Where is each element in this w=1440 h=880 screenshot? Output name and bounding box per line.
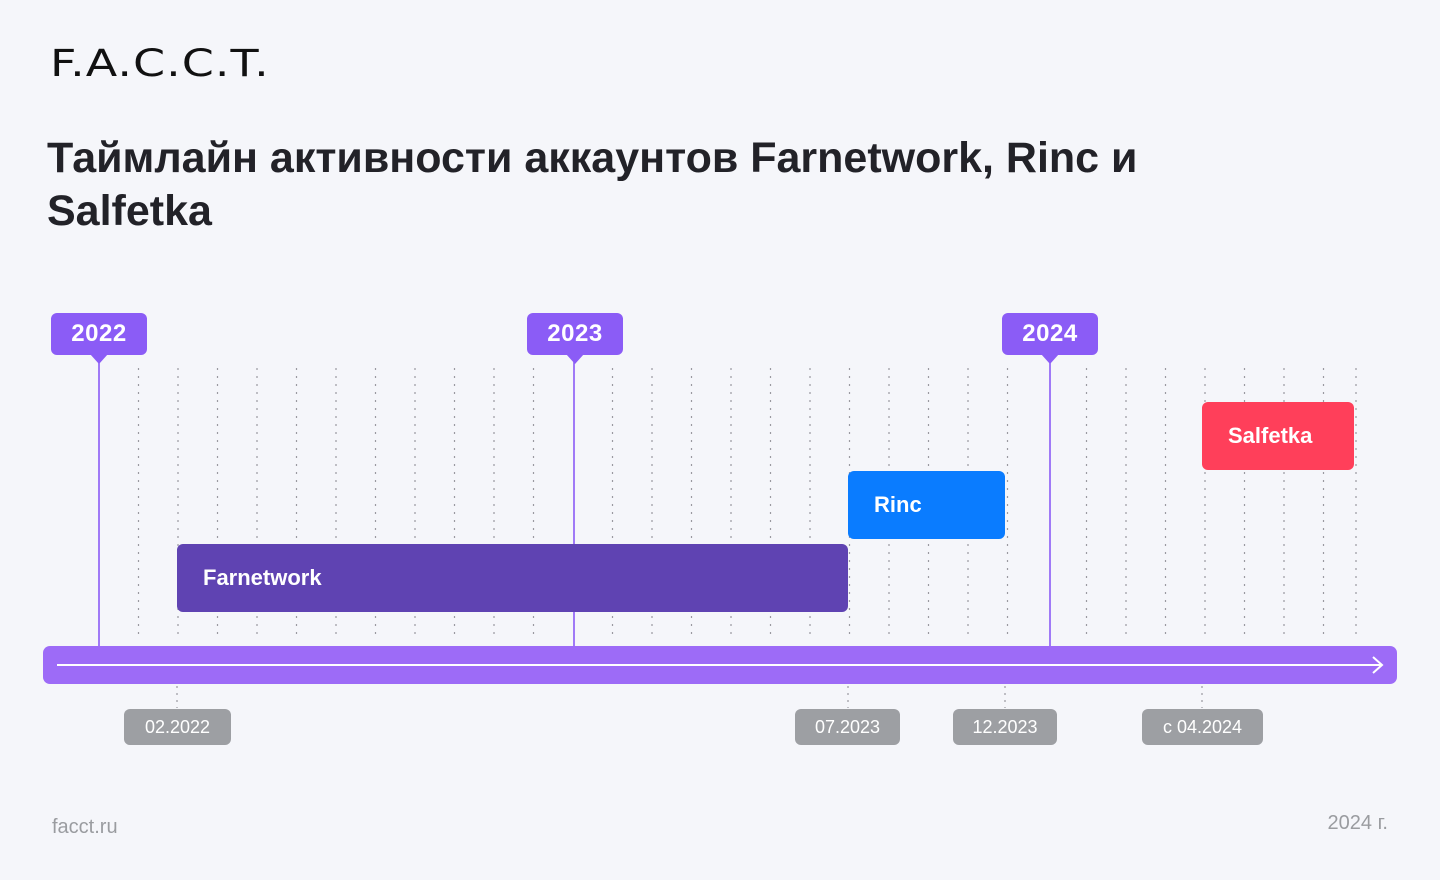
year-badge-2024: 2024	[1002, 313, 1098, 364]
year-badge-2023: 2023	[527, 313, 623, 364]
bar-farnetwork: Farnetwork	[177, 544, 848, 612]
bar-rinc: Rinc	[848, 471, 1005, 539]
bar-salfetka: Salfetka	[1202, 402, 1354, 470]
date-badge-07-2023: 07.2023	[795, 709, 900, 745]
page-title: Таймлайн активности аккаунтов Farnetwork…	[47, 134, 1138, 235]
facct-logo: F.A.C.C.T.	[50, 40, 270, 86]
footer-site: facct.ru	[52, 816, 118, 838]
date-badge-04-2024: с 04.2024	[1142, 709, 1263, 745]
date-badge-02-2022: 02.2022	[124, 709, 231, 745]
year-badge-2022: 2022	[51, 313, 147, 364]
date-badge-12-2023: 12.2023	[953, 709, 1057, 745]
arrow-icon	[1372, 656, 1384, 674]
footer-year: 2024 г.	[1327, 812, 1388, 834]
